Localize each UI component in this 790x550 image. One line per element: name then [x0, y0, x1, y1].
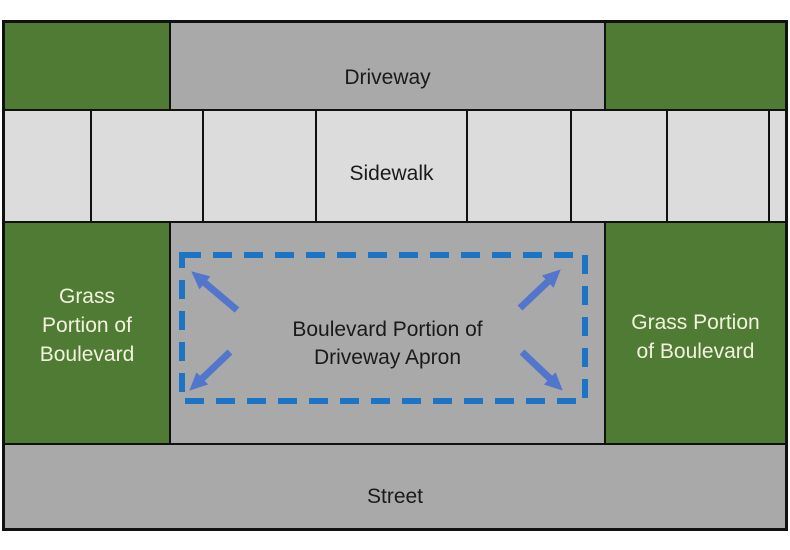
sidewalk-segment [572, 111, 666, 221]
grass-block-top-left [5, 23, 169, 109]
apron-dashed-boundary [179, 252, 588, 404]
top-row: Driveway [5, 23, 785, 109]
label-line: Grass [58, 284, 115, 308]
street-label: Street [366, 484, 424, 508]
label-line: Portion of [42, 313, 132, 337]
apron-arrow-bottom-right-icon [519, 349, 563, 391]
label-line: Grass Portion [631, 311, 760, 334]
sidewalk-segment-with-label: Sidewalk [317, 111, 466, 221]
grass-portion-left-label: Grass Portion of Boulevard [40, 282, 135, 369]
grass-portion-right-block: Grass Portion of Boulevard [606, 223, 785, 443]
sidewalk-segment [204, 111, 315, 221]
apron-arrow-top-right-icon [517, 269, 561, 311]
sidewalk-segment [668, 111, 768, 221]
driveway-block: Driveway [171, 23, 604, 109]
boulevard-row: Grass Portion of Boulevard [5, 223, 785, 443]
driveway-label: Driveway [344, 66, 431, 89]
sidewalk-strip: Sidewalk [5, 111, 785, 221]
grass-portion-right-label: Grass Portion of Boulevard [631, 308, 759, 366]
apron-arrow-top-left-icon [191, 271, 240, 313]
apron-arrow-bottom-left-icon [189, 349, 233, 391]
sidewalk-segment [92, 111, 202, 221]
sidewalk-segment [5, 111, 90, 221]
apron-overlay-graphic [179, 252, 588, 404]
street-block: Street [5, 445, 785, 528]
label-line: of Boulevard [636, 340, 755, 363]
driveway-apron-block: Boulevard Portion of Driveway Apron [171, 223, 604, 443]
sidewalk-segment [770, 111, 785, 221]
grass-block-top-right [606, 23, 785, 109]
sidewalk-segment [468, 111, 570, 221]
driveway-boulevard-diagram: Driveway Sidewalk Grass Portion of Bo [2, 20, 788, 531]
label-line: Boulevard [39, 342, 135, 366]
grass-portion-left-block: Grass Portion of Boulevard [5, 223, 169, 443]
sidewalk-label: Sidewalk [349, 162, 434, 185]
